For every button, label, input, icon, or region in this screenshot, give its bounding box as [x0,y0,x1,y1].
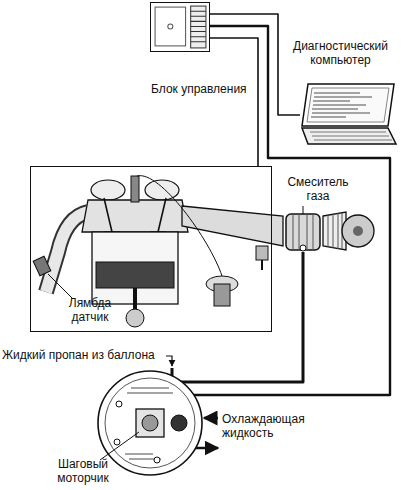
mixer-port [300,245,306,251]
motor-label: Шаговый моторчик [47,458,119,486]
cylinder-head [82,200,188,232]
reducer-rim [105,378,195,468]
cover-marks [125,388,173,459]
intake-pipe [182,206,283,246]
sensor-label: Лямбда датчик [59,297,121,325]
inlet-label: Жидкий пропан из баллона [2,349,202,363]
reducer-bolt [116,401,122,407]
unit-label: Блок управления [151,83,261,97]
mixer-leader [303,206,304,214]
unit-fins [191,6,206,48]
reducer-bolt [154,457,160,463]
mixer-body [286,214,320,250]
ignition-wire [137,176,222,276]
motor-leader [100,432,139,460]
control-unit-box: Блок управления [150,2,210,52]
exhaust-manifold [46,212,88,292]
engine-box: Лямбда датчик [30,166,272,332]
control-unit-drawing [151,3,209,51]
piston [96,262,174,288]
gas-reducer: Шаговый моторчик [95,368,205,478]
laptop-drawing [300,82,396,148]
gas-hose [205,252,303,382]
crankshaft [126,309,144,327]
reducer-drawing [95,368,205,478]
inlet-leader [166,356,172,366]
laptop-node: Диагностический компьютер [300,82,396,148]
air-inlet [342,215,374,247]
signal-cable [210,14,300,115]
logo-badge [171,415,187,431]
spark-plug [131,176,139,202]
reducer-bolt [114,439,120,445]
lambda-sensor [33,256,51,276]
reducer-body [98,371,202,475]
valves [104,198,166,232]
gas-mixer: Смеситель газа [283,212,323,252]
computer-label: Диагностический компьютер [288,40,393,68]
mixer-ring-lines [293,214,313,250]
exhaust-outline [46,212,88,292]
lambda-leader [48,274,72,298]
sensor-cable [210,38,258,166]
coolant-out-pipe [196,447,218,450]
distributor-body [214,284,230,306]
coolant-in-pipe [204,417,218,420]
valve-cover [91,180,125,200]
unit-panel [155,7,186,46]
motor-cable [205,26,390,395]
laptop-base [302,128,396,144]
unit-screw [168,24,173,29]
mixer-label: Смеситель газа [283,176,353,204]
bellows-ribs [328,213,342,249]
coolant-label: Охлаждающая жидкость [222,413,322,441]
unit-fin-lines [191,11,206,42]
laptop-screen [302,84,394,126]
stepper-motor [136,409,164,437]
screen-text-lines [311,93,372,117]
valve-cover [145,180,179,200]
laptop-keys [310,132,392,140]
air-inlet-hub [353,226,363,236]
stepper-shaft [142,415,158,431]
idle-valve-stem [261,260,263,270]
idle-valve [256,246,268,260]
mixer-drawing [283,212,323,252]
laptop-display [307,88,389,122]
